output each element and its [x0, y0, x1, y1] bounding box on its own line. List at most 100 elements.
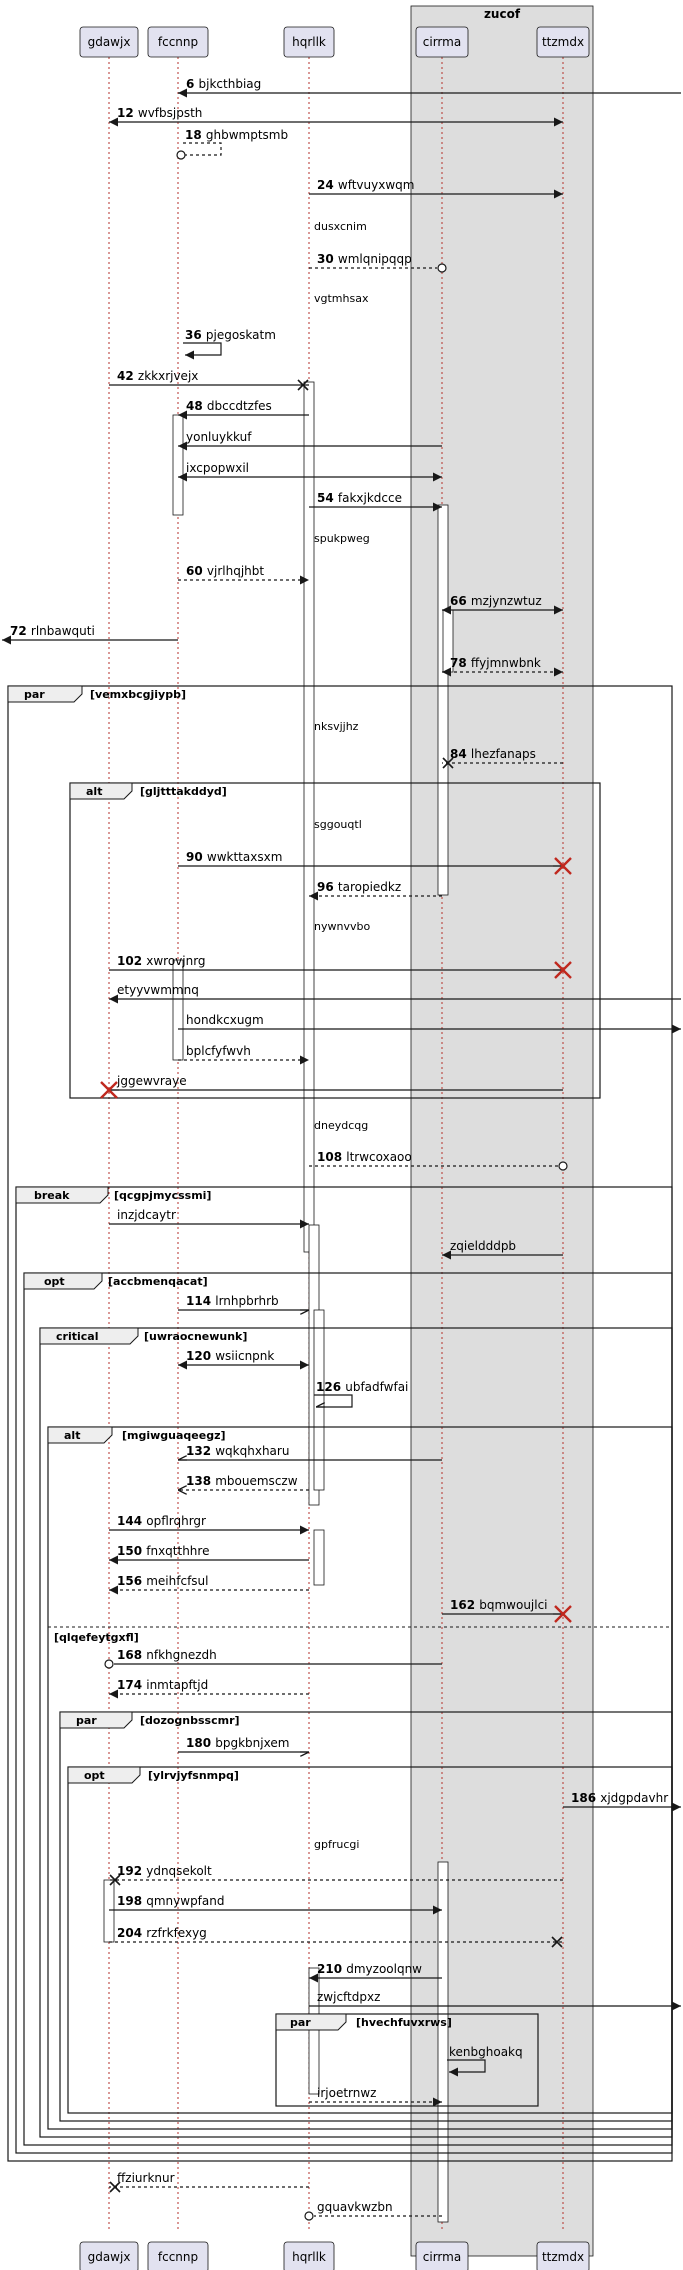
destroy-cross	[554, 857, 572, 875]
activation-bar	[308, 1967, 320, 2095]
message-label: ffziurknur	[117, 2171, 175, 2185]
activation-bar	[313, 1529, 325, 1586]
participant-label-cirrma: cirrma	[423, 35, 461, 49]
frame-kind: critical	[56, 1330, 98, 1343]
message-label: 90 wwkttaxsxm	[186, 850, 282, 864]
message-label: 180 bpgkbnjxem	[186, 1736, 289, 1750]
message-label: 156 meihfcfsul	[117, 1574, 208, 1588]
lost-message-cross	[551, 1936, 563, 1948]
frame-guard: [qlqefeytgxfl]	[54, 1631, 139, 1644]
activation-bar	[437, 1861, 449, 2223]
message-label: kenbghoakq	[449, 2045, 523, 2059]
frame-guard: [dozognbsscmr]	[140, 1714, 240, 1727]
self-message-arrow	[314, 1394, 353, 1407]
frame-guard: [uwraocnewunk]	[144, 1330, 247, 1343]
participant-label-ttzmdx: ttzmdx	[542, 35, 584, 49]
message-label: 162 bqmwoujlci	[450, 1598, 548, 1612]
message-label: bplcfyfwvh	[186, 1044, 251, 1058]
lost-message-cross	[442, 757, 454, 769]
participant-head-hqrllk	[283, 26, 335, 58]
lost-message-cross	[109, 1874, 121, 1886]
destroy-cross	[100, 1081, 118, 1099]
destroy-cross	[554, 961, 572, 979]
message-label: 72 rlnbawquti	[10, 624, 95, 638]
activation-bar	[172, 959, 184, 1061]
participant-foot-fccnnp	[147, 2241, 209, 2270]
frame-guard: [mgiwguaqeegz]	[122, 1429, 226, 1442]
message-label: 168 nfkhgnezdh	[117, 1648, 217, 1662]
frame-kind: break	[34, 1189, 70, 1202]
message-label: yonluykkuf	[186, 430, 252, 444]
message-label: 30 wmlqnipqqp	[317, 252, 412, 266]
self-message-arrow	[447, 2059, 486, 2077]
divider-label: dusxcnim	[314, 220, 367, 233]
participant-foot-ttzmdx	[536, 2241, 590, 2270]
message-label: zqieldddpb	[450, 1239, 516, 1253]
frame-guard: [hvechfuvxrws]	[356, 2016, 452, 2029]
participant-label-fccnnp: fccnnp	[158, 35, 198, 49]
activation-bar	[437, 504, 449, 896]
participant-head-ttzmdx	[536, 26, 590, 58]
frame-guard: [vemxbcgjiypb]	[90, 688, 186, 701]
message-label: 186 xjdgpdavhr	[571, 1791, 668, 1805]
divider-label: gpfrucgi	[314, 1838, 359, 1851]
message-label: irjoetrnwz	[317, 2086, 376, 2100]
activation-bar	[303, 381, 315, 1253]
participant-footer-hqrllk: hqrllk	[292, 2250, 326, 2264]
activation-bar	[103, 1879, 115, 1943]
message-label: 138 mbouemsczw	[186, 1474, 298, 1488]
participant-foot-hqrllk	[283, 2241, 335, 2270]
message-label: zwjcftdpxz	[317, 1990, 380, 2004]
found-message-circle	[437, 263, 447, 273]
participant-foot-gdawjx	[79, 2241, 139, 2270]
message-label: 174 inmtapftjd	[117, 1678, 208, 1692]
participant-foot-cirrma	[415, 2241, 469, 2270]
frame-tab	[23, 1272, 103, 1290]
message-label: 204 rzfrkfexyg	[117, 1926, 207, 1940]
frame-opt-inner	[67, 1766, 673, 2114]
participant-label-hqrllk: hqrllk	[292, 35, 326, 49]
message-label: 102 xwrovjnrg	[117, 954, 206, 968]
message-label: 198 qmnywpfand	[117, 1894, 224, 1908]
frame-kind: alt	[86, 785, 102, 798]
message-label: 96 taropiedkz	[317, 880, 401, 894]
lost-message-circle	[176, 150, 186, 160]
frame-kind: par	[76, 1714, 97, 1727]
message-label: 126 ubfadfwfai	[316, 1380, 408, 1394]
frame-kind: alt	[64, 1429, 80, 1442]
message-label: 54 fakxjkdcce	[317, 491, 402, 505]
frame-tab	[15, 1186, 109, 1204]
frame-kind: opt	[44, 1275, 65, 1288]
message-label: 60 vjrlhqjhbt	[186, 564, 264, 578]
message-label: 6 bjkcthbiag	[186, 77, 261, 91]
participant-box-title: zucof	[484, 7, 521, 21]
self-message-arrow	[183, 342, 222, 360]
divider-label: nywnvvbo	[314, 920, 370, 933]
message-label: 66 mzjynzwtuz	[450, 594, 542, 608]
lost-message-cross	[109, 2181, 121, 2193]
destroy-cross	[554, 1605, 572, 1623]
participant-footer-cirrma: cirrma	[423, 2250, 461, 2264]
message-label: 210 dmyzoolqnw	[317, 1962, 422, 1976]
divider-label: nksvjjhz	[314, 720, 359, 733]
frame-tab	[67, 1766, 141, 1784]
frame-guard: [qcgpjmycssmi]	[114, 1189, 211, 1202]
participant-label-gdawjx: gdawjx	[88, 35, 131, 49]
frame-par-nested	[275, 2013, 539, 2107]
message-label: 120 wsiicnpnk	[186, 1349, 274, 1363]
divider-label: spukpweg	[314, 532, 370, 545]
participant-head-fccnnp	[147, 26, 209, 58]
message-label: 192 ydnqsekolt	[117, 1864, 212, 1878]
found-message-circle	[558, 1161, 568, 1171]
found-message-circle	[104, 1659, 114, 1669]
message-label: inzjdcaytr	[117, 1208, 176, 1222]
participant-footer-ttzmdx: ttzmdx	[542, 2250, 584, 2264]
message-label: hondkcxugm	[186, 1013, 264, 1027]
message-label: 144 opflrqhrgr	[117, 1514, 206, 1528]
message-label: ixcpopwxil	[186, 461, 249, 475]
lost-message-cross	[297, 379, 309, 391]
found-message-circle	[304, 2211, 314, 2221]
participant-head-gdawjx	[79, 26, 139, 58]
